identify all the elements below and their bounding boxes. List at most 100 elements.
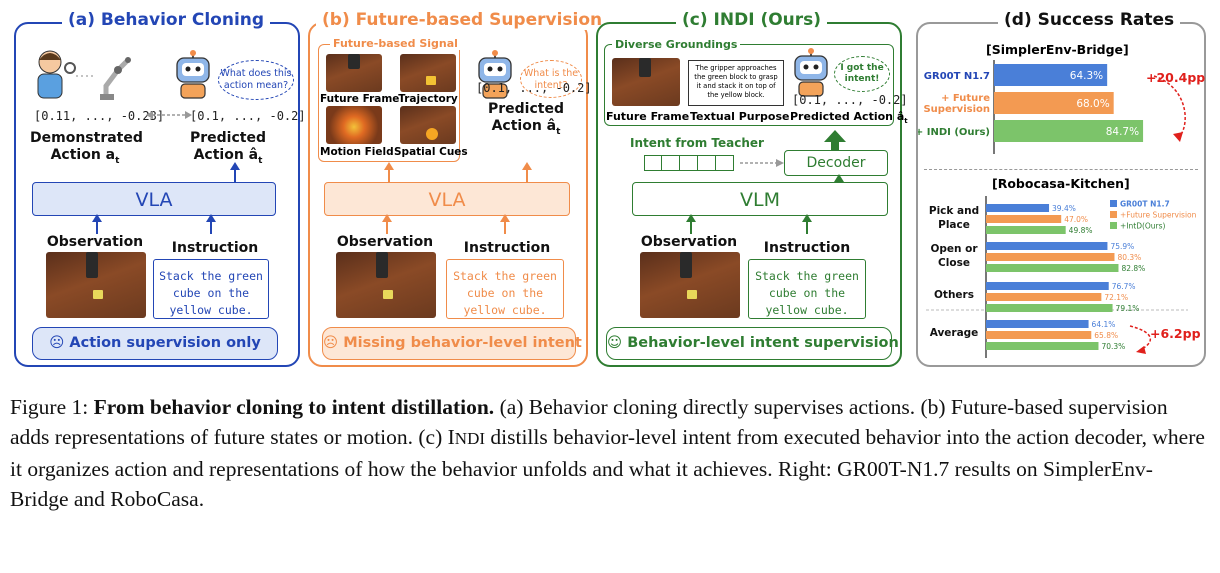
robo-gain-label: +6.2pp: [1150, 326, 1201, 341]
robocasa-title: [Robocasa-Kitchen]: [992, 176, 1130, 191]
observation-label-a: Observation: [46, 234, 144, 250]
robo-value-label: 76.7%: [1112, 282, 1136, 291]
robo-group-label: Place: [938, 219, 970, 231]
robo-legend-swatch: [1110, 200, 1117, 207]
panel-d-title: (d) Success Rates: [998, 10, 1181, 30]
diverse-groundings-box: [604, 44, 894, 126]
robot-icon: [478, 50, 512, 99]
robot-icon: [794, 48, 828, 97]
panel-b-title: (b) Future-based Supervision: [316, 10, 609, 30]
future-frame-caption-c: Future Frame: [606, 110, 690, 123]
robo-value-label: 72.1%: [1104, 293, 1128, 302]
robo-value-label: 47.0%: [1064, 215, 1088, 224]
thought-bubble-c: I got the intent!: [834, 56, 890, 92]
vla-box-a: VLA: [32, 182, 276, 216]
robo-bar: [986, 264, 1119, 272]
robo-group-label: Close: [938, 257, 970, 269]
bubble-a-text: What does this action mean?: [220, 68, 292, 91]
simpler-chart: 64.3%GR00T N1.768.0%+ FutureSupervision8…: [918, 60, 1186, 154]
thought-bubble-b: What is the intent?: [520, 60, 582, 98]
simpler-value-label: 64.3%: [1070, 70, 1103, 82]
observation-label-b: Observation: [336, 234, 434, 250]
simpler-title: [SimplerEnv-Bridge]: [986, 42, 1129, 57]
upward-arrow-decoder: [824, 130, 846, 150]
compare-arrow: [146, 111, 192, 119]
caption-rest: distills behavior-level intent from exec…: [10, 425, 1205, 511]
robo-bar: [986, 282, 1109, 290]
trajectory-thumb: [400, 54, 456, 92]
simpler-gain-label: +20.4pp: [1146, 70, 1206, 85]
predicted-action-label: Predicted Action ât: [190, 130, 266, 166]
robo-bar: [986, 204, 1050, 212]
robo-legend-swatch: [1110, 211, 1117, 218]
robo-group-label: Pick and: [929, 205, 979, 217]
robo-value-label: 82.8%: [1121, 264, 1145, 273]
robo-bar: [986, 304, 1113, 312]
spatial-cues-caption: Spatial Cues: [394, 146, 468, 158]
predicted-action-label-b: Predicted Action ât: [488, 101, 564, 137]
arrow-instr-b: [500, 214, 510, 234]
robo-legend-label: +IntD(Ours): [1120, 222, 1166, 231]
decoder-box: Decoder: [784, 150, 888, 176]
robo-value-label: 80.3%: [1117, 253, 1141, 262]
simpler-value-label: 84.7%: [1106, 126, 1139, 138]
observation-label-c: Observation: [640, 234, 738, 250]
footer-a: ☹ Action supervision only: [32, 327, 278, 360]
dashed-arrow-to-decoder: [740, 159, 784, 167]
arrow-obs-c: [686, 214, 696, 234]
divider: [924, 169, 1198, 170]
robo-bar: [986, 320, 1089, 328]
future-signal-title: Future-based Signal: [330, 37, 461, 50]
robo-value-label: 49.8%: [1069, 226, 1093, 235]
robo-bar: [986, 342, 1099, 350]
robo-bar: [986, 215, 1062, 223]
motion-field-caption: Motion Field: [320, 146, 394, 158]
instruction-label-a: Instruction: [171, 240, 259, 256]
simpler-category-label: Supervision: [923, 104, 990, 115]
instruction-label-b: Instruction: [463, 240, 551, 256]
simpler-gain-arrowhead: [1173, 132, 1183, 142]
arrow-obs-a: [92, 214, 102, 234]
simpler-value-label: 68.0%: [1076, 98, 1109, 110]
robo-bar: [986, 331, 1092, 339]
robo-group-label: Average: [930, 327, 979, 339]
vla-box-b: VLA: [324, 182, 570, 216]
arrow-obs-b: [382, 214, 392, 234]
robo-legend-swatch: [1110, 222, 1117, 229]
future-frame-caption: Future Frame: [320, 93, 400, 105]
robo-gain-arrow: [1129, 325, 1151, 351]
spatial-cues-thumb: [400, 106, 456, 144]
caption-prefix: Figure 1:: [10, 395, 94, 419]
panel-a-title: (a) Behavior Cloning: [62, 10, 271, 30]
robo-value-label: 75.9%: [1110, 242, 1134, 251]
intent-from-teacher-label: Intent from Teacher: [630, 136, 764, 150]
human-demonstrator-icon: [37, 50, 131, 100]
robo-value-label: 79.1%: [1116, 304, 1140, 313]
caption-bold: From behavior cloning to intent distilla…: [93, 395, 495, 419]
caption-body: (a) Behavior cloning directly supervises…: [10, 395, 1168, 449]
textual-purpose-box: The gripper approaches the green block t…: [688, 60, 784, 106]
robo-value-label: 65.8%: [1094, 331, 1118, 340]
observation-image-a: [46, 252, 146, 318]
predicted-action-vector: [0.1, ..., -0.2]: [190, 109, 306, 123]
robo-bar: [986, 253, 1115, 261]
future-frame-thumb: [326, 54, 382, 92]
sad-face-icon: ☹: [49, 335, 65, 351]
panel-c-title: (c) INDI (Ours): [676, 10, 828, 30]
sad-face-icon: ☹: [323, 335, 339, 351]
bubble-c-text: I got the intent!: [840, 63, 884, 84]
robo-group-label: Others: [934, 289, 974, 301]
robo-group-label: Open or: [930, 243, 978, 255]
thought-bubble-a: What does this action mean?: [218, 60, 294, 100]
arrow-instr-c: [802, 214, 812, 234]
smile-face-icon: ☺: [607, 335, 623, 351]
observation-image-b: [336, 252, 436, 318]
footer-b: ☹ Missing behavior-level intent: [322, 327, 582, 360]
robo-value-label: 39.4%: [1052, 204, 1076, 213]
predicted-action-vector-c: [0.1, ..., -0.2]: [792, 93, 908, 107]
caption-indi: NDI: [454, 429, 486, 448]
observation-image-c: [640, 252, 740, 318]
